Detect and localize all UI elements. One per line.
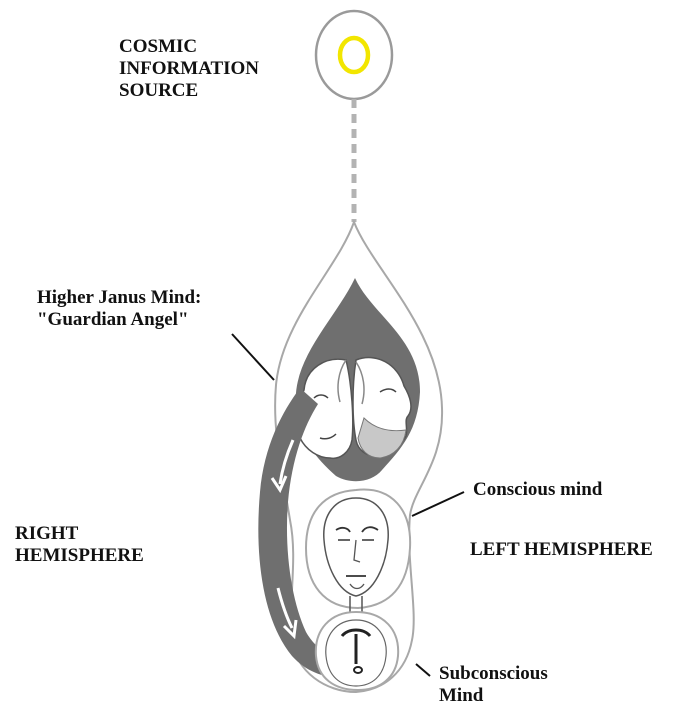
subconscious-face <box>326 620 386 686</box>
subconscious-mind-label: Subconscious Mind <box>439 663 548 707</box>
cosmic-source-label: COSMIC INFORMATION SOURCE <box>119 36 259 102</box>
higher-mind-pointer <box>232 334 274 380</box>
cosmic-source-circle <box>316 11 392 99</box>
right-hemisphere-label: RIGHT HEMISPHERE <box>15 523 144 567</box>
conscious-mind-pointer <box>412 492 464 516</box>
cosmic-source <box>316 11 392 99</box>
conscious-mind-label: Conscious mind <box>473 479 602 501</box>
subconscious-mind-pointer <box>416 664 430 676</box>
left-hemisphere-label: LEFT HEMISPHERE <box>470 539 653 561</box>
higher-mind-label: Higher Janus Mind: "Guardian Angel" <box>37 287 201 331</box>
